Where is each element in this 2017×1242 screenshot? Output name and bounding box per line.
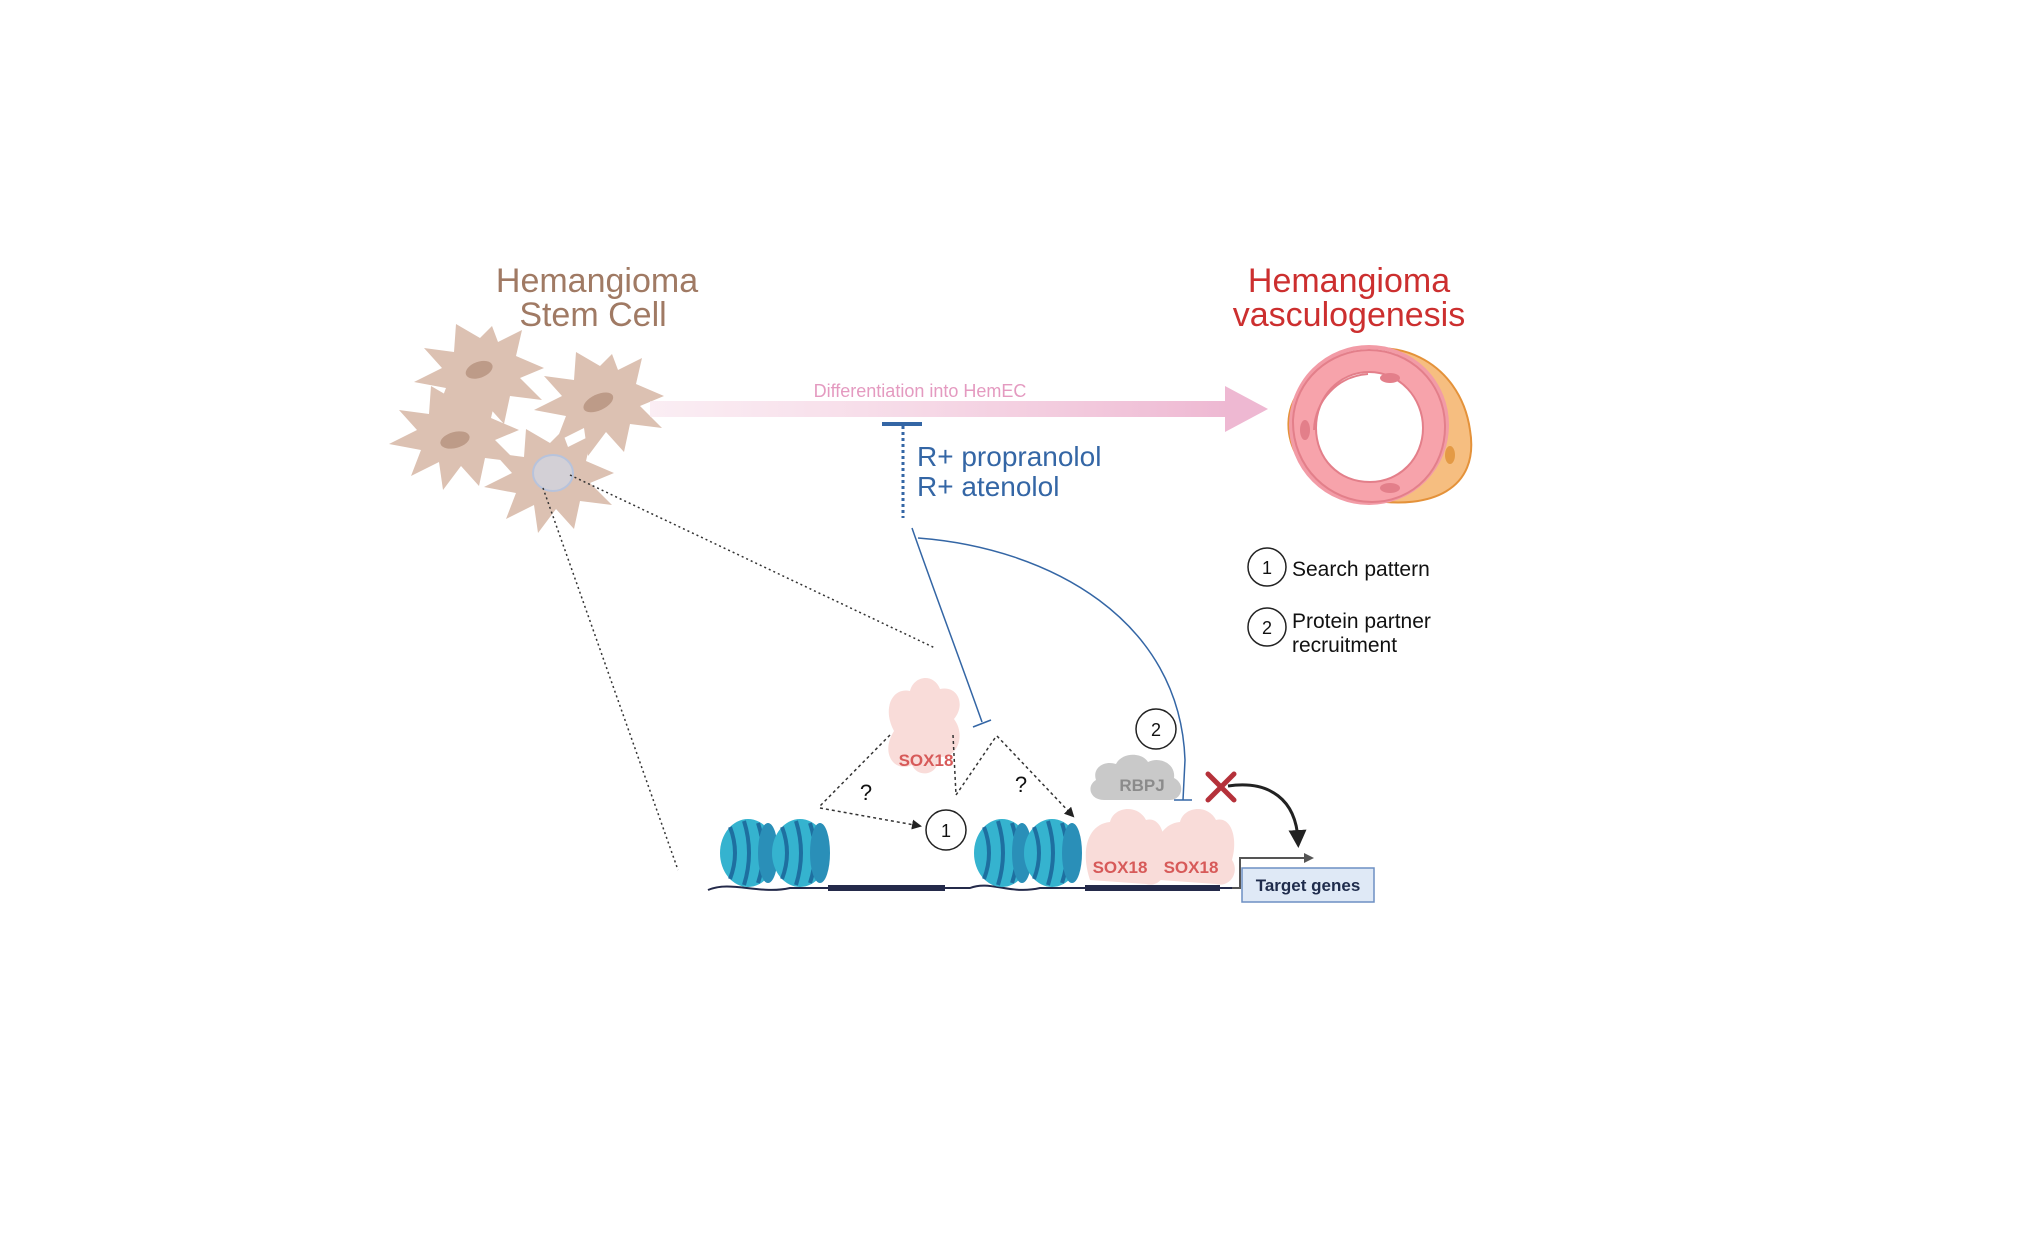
stem-cell-title-line2: Stem Cell [519,296,666,334]
activation-arrow-icon [1227,783,1307,848]
sox18-protein-icon [888,677,960,774]
legend-step1-num: 1 [1262,558,1272,578]
legend-step2-label-line1: Protein partner [1292,610,1431,633]
legend-step2-num: 2 [1262,618,1272,638]
legend-step2-circle [1247,607,1287,647]
rbpj-label: RBPJ [1119,776,1164,795]
zoom-lines [542,474,936,871]
inhibition-lines [911,527,1192,801]
drug-propranolol: R+ propranolol [917,441,1101,472]
zoom-circle [532,454,574,492]
vasculogenesis-title-line2: vasculogenesis [1233,296,1465,334]
differentiation-arrow [650,386,1268,432]
step1-circle [925,809,967,851]
blood-vessel-icon [1287,345,1473,505]
sox18-bound-label-2: SOX18 [1164,858,1219,877]
nucleosome-icon [718,817,1084,889]
step1-number: 1 [941,821,951,841]
legend-step1-circle [1247,547,1287,587]
drug-inhibition [882,422,922,518]
stem-cell-icon [389,324,664,533]
dna-strand [707,884,1240,891]
legend-step2-label-line2: recruitment [1292,634,1397,657]
stem-cell-title-line1: Hemangioma [496,262,698,300]
rbpj-protein-icon [1090,754,1182,800]
drug-atenolol: R+ atenolol [917,471,1059,502]
legend: 1 Search pattern 2 Protein partner recru… [1247,547,1431,657]
sox18-bound-protein [1085,808,1235,885]
question-mark-2: ? [1015,772,1027,797]
block-x-icon [1205,771,1237,803]
step2-circle [1135,708,1177,750]
step2-number: 2 [1151,720,1161,740]
differentiation-label: Differentiation into HemEC [814,381,1027,401]
sox18-free-label: SOX18 [899,751,954,770]
promoter-arrow [1232,853,1314,889]
vasculogenesis-title-line1: Hemangioma [1248,262,1450,300]
target-genes-label: Target genes [1256,876,1361,895]
target-genes-box [1241,867,1375,903]
search-pattern-arrows [819,734,1075,830]
sox18-bound-label-1: SOX18 [1093,858,1148,877]
legend-step1-label: Search pattern [1292,558,1430,581]
question-mark-1: ? [860,780,872,805]
